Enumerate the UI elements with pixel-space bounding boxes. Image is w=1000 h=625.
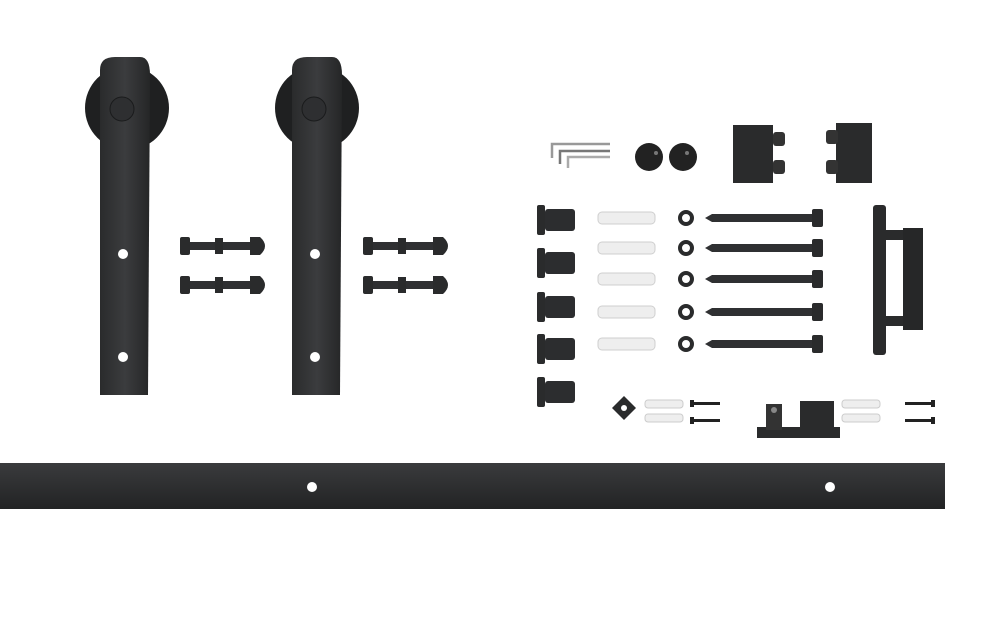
wall-anchor: [597, 211, 656, 225]
allen-keys: [550, 142, 610, 168]
door-hanger-strap: [275, 57, 359, 395]
door-pull-handle: [873, 205, 923, 355]
wall-anchor: [597, 337, 656, 351]
spacer: [537, 205, 575, 235]
lag-screw: [705, 270, 823, 288]
washer: [678, 336, 694, 352]
lag-screw: [705, 239, 823, 257]
spacer: [537, 377, 575, 407]
anti-jump-blocks: [733, 123, 872, 183]
door-hanger-strap: [85, 57, 169, 395]
rail-stoppers: [635, 143, 697, 171]
spacer: [537, 334, 575, 364]
lag-screw: [705, 303, 823, 321]
bolt: [363, 276, 448, 294]
wall-anchor: [597, 305, 656, 319]
bolt: [363, 237, 448, 255]
washer: [678, 271, 694, 287]
washer: [678, 304, 694, 320]
wall-anchor: [597, 241, 656, 255]
washer: [678, 210, 694, 226]
washer: [678, 240, 694, 256]
sliding-track-rail: [0, 463, 945, 509]
bolt: [180, 237, 265, 255]
through-bolts: [180, 237, 448, 294]
lag-screw: [705, 335, 823, 353]
spacer: [537, 292, 575, 322]
wall-anchor: [597, 272, 656, 286]
spacer: [537, 248, 575, 278]
lag-screw: [705, 209, 823, 227]
floor-guides-and-screws: [612, 396, 935, 438]
spacers-anchors-washers-lag-screws: [537, 205, 823, 407]
bolt: [180, 276, 265, 294]
